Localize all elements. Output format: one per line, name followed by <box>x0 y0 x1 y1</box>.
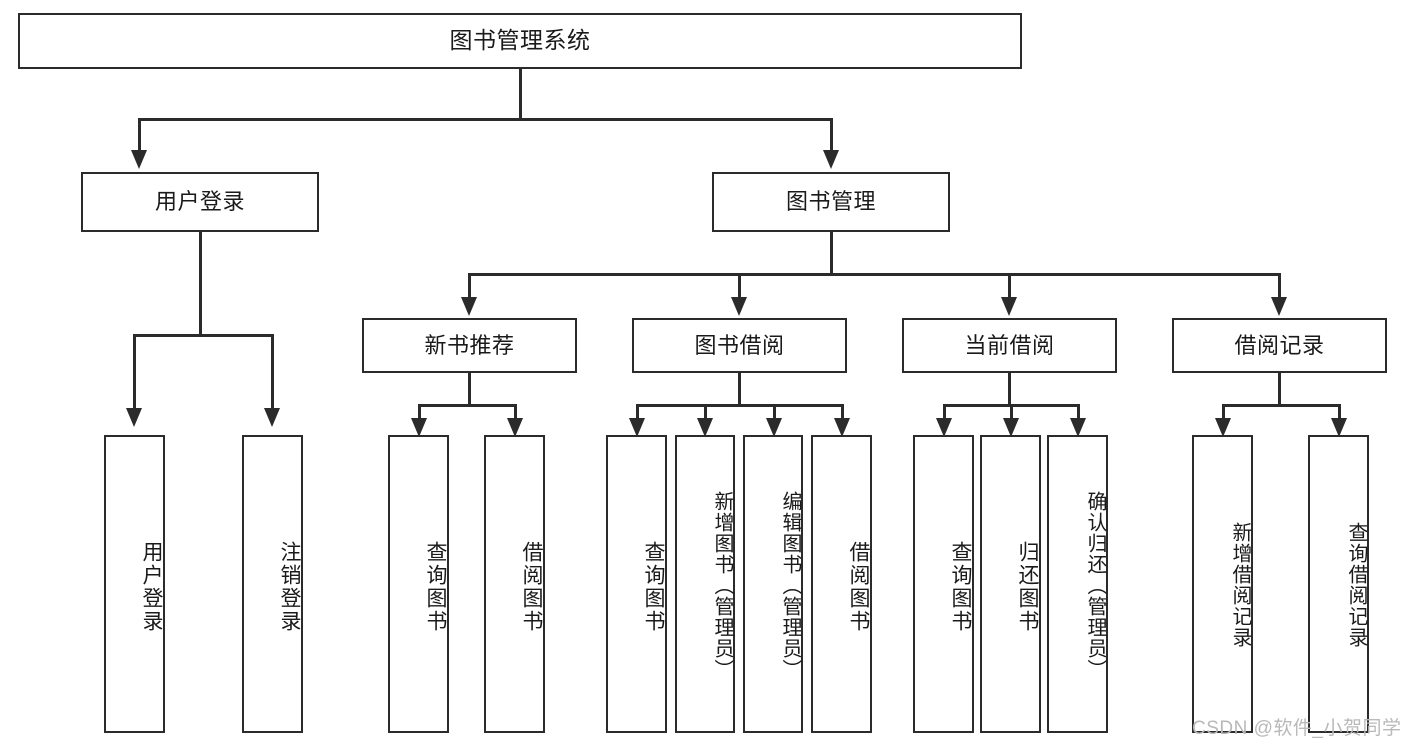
arrowhead-bookmgmt-to-current <box>1001 297 1017 316</box>
arrowhead-bookmgmt-to-borrow <box>731 297 747 316</box>
edge-newbook-to-leaf1 <box>418 404 421 421</box>
edge-root-to-bookmgmt <box>830 118 833 151</box>
edge-newbook-stem <box>468 373 471 405</box>
node-new-book-recommend[interactable]: 新书推荐 <box>362 318 577 373</box>
leaf-return-book[interactable]: 归还图书 <box>980 435 1041 733</box>
leaf-confirm-return-admin[interactable]: 确认归还（管理员） <box>1047 435 1108 733</box>
leaf-query-book-current[interactable]: 查询图书 <box>913 435 974 733</box>
arrowhead-borrow-to-leaf2 <box>697 418 713 437</box>
node-book-management[interactable]: 图书管理 <box>712 172 950 232</box>
edge-bookmgmt-to-newbook <box>468 273 471 298</box>
arrowhead-record-to-leaf2 <box>1331 418 1347 437</box>
leaf-add-book-admin[interactable]: 新增图书（管理员） <box>675 435 735 733</box>
edge-newbook-bus <box>418 404 516 407</box>
edge-root-stem <box>519 69 522 119</box>
leaf-edit-book-admin[interactable]: 编辑图书（管理员） <box>743 435 803 733</box>
arrowhead-newbook-to-leaf2 <box>507 418 523 437</box>
edge-borrow-stem <box>738 373 741 405</box>
arrowhead-borrow-to-leaf4 <box>834 418 850 437</box>
arrowhead-current-to-leaf1 <box>936 418 952 437</box>
arrowhead-current-to-leaf2 <box>1003 418 1019 437</box>
edge-bookmgmt-bus <box>468 273 1280 276</box>
node-current-borrow[interactable]: 当前借阅 <box>902 318 1117 373</box>
edge-borrow-to-leaf3 <box>773 404 776 421</box>
edge-current-to-leaf1 <box>943 404 946 421</box>
edge-bookmgmt-to-borrow <box>738 273 741 298</box>
arrowhead-root-to-bookmgmt <box>823 150 839 169</box>
arrowhead-borrow-to-leaf3 <box>766 418 782 437</box>
edge-current-to-leaf3 <box>1077 404 1080 421</box>
node-book-borrow[interactable]: 图书借阅 <box>632 318 847 373</box>
leaf-user-login[interactable]: 用户登录 <box>104 435 165 733</box>
edge-record-stem <box>1278 373 1281 405</box>
edge-userlogin-stem <box>199 232 202 335</box>
edge-record-to-leaf1 <box>1222 404 1225 421</box>
leaf-borrow-book-newbook[interactable]: 借阅图书 <box>484 435 545 733</box>
edge-bookmgmt-stem <box>830 232 833 274</box>
leaf-borrow-book[interactable]: 借阅图书 <box>811 435 872 733</box>
edge-borrow-to-leaf4 <box>841 404 844 421</box>
edge-record-bus <box>1222 404 1340 407</box>
arrowhead-newbook-to-leaf1 <box>411 418 427 437</box>
node-user-login[interactable]: 用户登录 <box>81 172 319 232</box>
edge-root-bus <box>138 118 832 121</box>
edge-current-to-leaf2 <box>1010 404 1013 421</box>
edge-record-to-leaf2 <box>1338 404 1341 421</box>
leaf-query-borrow-record[interactable]: 查询借阅记录 <box>1308 435 1369 733</box>
arrowhead-record-to-leaf1 <box>1215 418 1231 437</box>
edge-current-stem <box>1008 373 1011 405</box>
leaf-query-book-borrow[interactable]: 查询图书 <box>606 435 667 733</box>
edge-borrow-to-leaf1 <box>636 404 639 421</box>
edge-bookmgmt-to-current <box>1008 273 1011 298</box>
edge-root-to-userlogin <box>138 118 141 151</box>
edge-userlogin-bus <box>133 334 273 337</box>
leaf-query-book-newbook[interactable]: 查询图书 <box>388 435 449 733</box>
arrowhead-borrow-to-leaf1 <box>629 418 645 437</box>
leaf-add-borrow-record[interactable]: 新增借阅记录 <box>1192 435 1253 733</box>
node-borrow-record[interactable]: 借阅记录 <box>1172 318 1387 373</box>
edge-userlogin-to-leaf2 <box>271 334 274 409</box>
arrowhead-current-to-leaf3 <box>1070 418 1086 437</box>
edge-userlogin-to-leaf1 <box>133 334 136 409</box>
edge-newbook-to-leaf2 <box>514 404 517 421</box>
arrowhead-root-to-userlogin <box>131 150 147 169</box>
arrowhead-bookmgmt-to-newbook <box>461 297 477 316</box>
arrowhead-userlogin-to-leaf1 <box>126 408 142 427</box>
csdn-watermark: CSDN @软件_小贺同学 <box>1192 718 1402 739</box>
edge-bookmgmt-to-record <box>1278 273 1281 298</box>
edge-borrow-to-leaf2 <box>704 404 707 421</box>
arrowhead-userlogin-to-leaf2 <box>264 408 280 427</box>
arrowhead-bookmgmt-to-record <box>1271 297 1287 316</box>
node-root-system[interactable]: 图书管理系统 <box>18 13 1022 69</box>
edge-borrow-bus <box>636 404 843 407</box>
leaf-logout[interactable]: 注销登录 <box>242 435 303 733</box>
